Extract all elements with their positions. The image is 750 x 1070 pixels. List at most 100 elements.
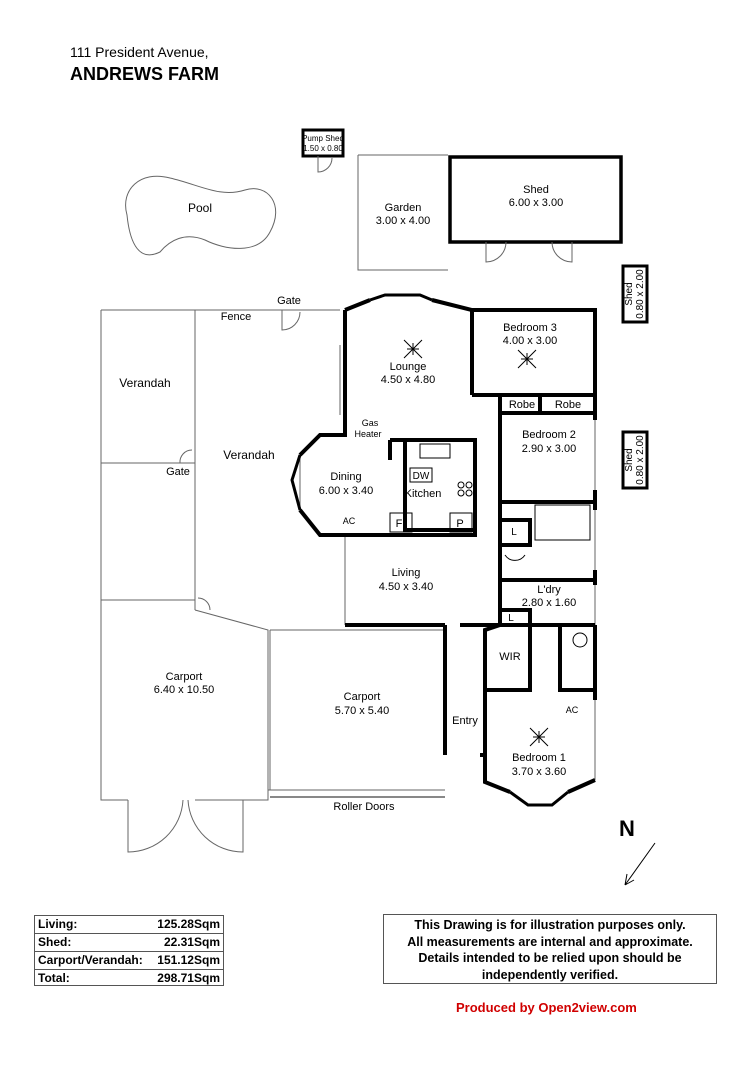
gas-heater-line1: Gas xyxy=(362,418,379,428)
pantry-box xyxy=(449,512,473,533)
dining-label: Dining xyxy=(330,471,361,483)
robe-left-label: Robe xyxy=(509,399,535,411)
linen2-label: L xyxy=(508,613,514,624)
pump-shed-label: Pump Shed xyxy=(302,134,344,143)
garden-label: Garden xyxy=(385,202,422,214)
dining-size: 6.00 x 3.40 xyxy=(319,485,373,497)
bay-dining xyxy=(290,454,302,511)
lounge-size: 4.50 x 4.80 xyxy=(381,374,435,386)
bedroom2-label: Bedroom 2 xyxy=(522,429,576,441)
disclaimer-line: All measurements are internal and approx… xyxy=(407,934,693,949)
verandah-right-label: Verandah xyxy=(223,448,274,462)
bedroom2-size: 2.90 x 3.00 xyxy=(522,443,576,455)
lounge-bay xyxy=(344,298,474,395)
north-label: N xyxy=(619,816,635,841)
living-size: 4.50 x 3.40 xyxy=(379,581,433,593)
shed-main-label: Shed xyxy=(523,184,549,196)
area-label: Shed: xyxy=(38,935,72,949)
bay-bed1 xyxy=(509,790,569,807)
area-value: 22.31Sqm xyxy=(163,935,220,949)
pantry-label: P xyxy=(456,518,463,530)
disclaimer-line: Details intended to be relied upon shoul… xyxy=(418,951,682,965)
garden-size: 3.00 x 4.00 xyxy=(376,215,430,227)
living-label: Living xyxy=(392,567,421,579)
gate-left xyxy=(179,449,193,464)
fence-label: Fence xyxy=(221,311,252,323)
area-row-living: Living: 125.28Sqm xyxy=(35,916,223,933)
dw-label: DW xyxy=(413,471,430,482)
area-row-carport: Carport/Verandah: 151.12Sqm xyxy=(35,951,223,969)
north-arrow-icon xyxy=(624,842,656,886)
carport-left-size: 6.40 x 10.50 xyxy=(154,684,215,696)
pool-label: Pool xyxy=(188,201,212,215)
verandah-left-label: Verandah xyxy=(119,376,170,390)
bed3-wall xyxy=(472,393,595,502)
bay-lounge xyxy=(369,293,433,302)
area-label: Total: xyxy=(38,971,70,985)
gate-left-label: Gate xyxy=(166,466,190,478)
carport-left-label: Carport xyxy=(166,671,203,683)
shed-door-1 xyxy=(485,241,507,263)
shed-lower-size: 0.80 x 2.00 xyxy=(635,435,646,485)
shed-door-2 xyxy=(551,241,573,263)
carport-mid-label: Carport xyxy=(344,691,381,703)
carport-mid-size: 5.70 x 5.40 xyxy=(335,705,389,717)
cooktop-4 xyxy=(465,489,473,497)
pump-shed-outline xyxy=(301,128,345,158)
fan-lounge xyxy=(403,339,423,359)
gate-top xyxy=(281,310,301,331)
house-walls xyxy=(298,308,597,794)
disclaimer-box: This Drawing is for illustration purpose… xyxy=(383,914,717,984)
carport-left-outline xyxy=(100,597,211,801)
lounge-label: Lounge xyxy=(390,361,427,373)
bedroom3-label: Bedroom 3 xyxy=(503,322,557,334)
bath-walls xyxy=(485,500,595,692)
laundry-size: 2.80 x 1.60 xyxy=(522,597,576,609)
shed-main-outline xyxy=(448,155,623,244)
cooktop-2 xyxy=(465,481,473,489)
garden-outline xyxy=(357,154,448,271)
roller-doors-label: Roller Doors xyxy=(333,801,395,813)
entry-label: Entry xyxy=(452,715,478,727)
address-suburb: ANDREWS FARM xyxy=(70,64,219,84)
gate-top-label: Gate xyxy=(277,295,301,307)
pump-shed-size: 1.50 x 0.80 xyxy=(303,144,343,153)
bedroom3-size: 4.00 x 3.00 xyxy=(503,335,557,347)
robe-right-label: Robe xyxy=(555,399,581,411)
gas-heater-line2: Heater xyxy=(354,429,381,439)
address-street: 111 President Avenue, xyxy=(70,44,209,60)
shed-upper-size: 0.80 x 2.00 xyxy=(635,269,646,319)
fridge-label: F xyxy=(396,518,403,530)
area-label: Living: xyxy=(38,917,78,931)
area-label: Carport/Verandah: xyxy=(38,953,143,967)
disclaimer-line: independently verified. xyxy=(481,967,619,982)
pool-outline xyxy=(125,175,277,256)
linen-label: L xyxy=(511,527,517,538)
shed-lower-label: Shed xyxy=(624,448,635,471)
area-value: 298.71Sqm xyxy=(157,971,220,985)
cooktop-3 xyxy=(457,489,465,497)
toilet xyxy=(572,632,588,648)
area-summary-table: Living: 125.28Sqm Shed: 22.31Sqm Carport… xyxy=(34,915,224,986)
bedroom1-label: Bedroom 1 xyxy=(512,752,566,764)
pump-shed-door xyxy=(317,156,333,173)
carport-mid-outline xyxy=(269,629,445,790)
produced-by-credit: Produced by Open2view.com xyxy=(456,1000,637,1015)
bath-tub xyxy=(534,504,591,541)
fridge-box xyxy=(389,512,413,533)
shed-main-size: 6.00 x 3.00 xyxy=(509,197,563,209)
kitchen-walls xyxy=(345,438,477,537)
sink xyxy=(419,443,451,459)
area-value: 125.28Sqm xyxy=(157,917,220,931)
dw-box xyxy=(409,467,433,483)
shed-upper-outline xyxy=(621,264,649,324)
cooktop-1 xyxy=(457,481,465,489)
vanity xyxy=(504,554,526,561)
area-row-total: Total: 298.71Sqm xyxy=(35,969,223,987)
fan-bed3 xyxy=(517,349,537,369)
shed-upper-label: Shed xyxy=(624,282,635,305)
ac-dining-label: AC xyxy=(343,516,356,526)
bedroom1-size: 3.70 x 3.60 xyxy=(512,766,566,778)
carport-left-doors xyxy=(127,790,269,853)
